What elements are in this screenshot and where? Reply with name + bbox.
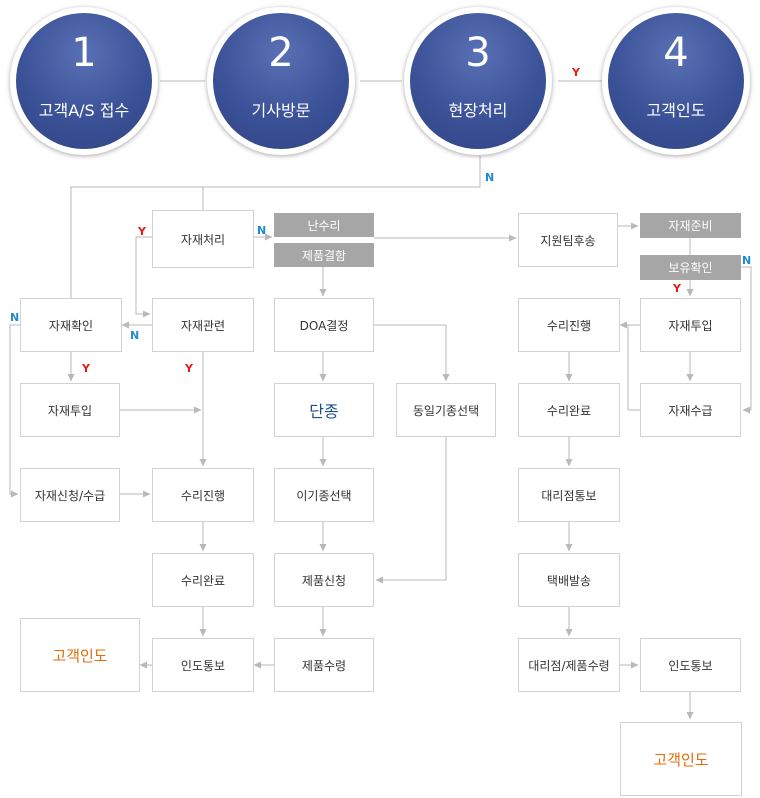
box-repair-done-left: 수리완료 — [152, 553, 254, 607]
step-number: 3 — [465, 30, 491, 76]
step-label: 현장처리 — [448, 101, 508, 120]
box-agency-notice: 대리점통보 — [518, 468, 620, 522]
step-number: 4 — [663, 30, 689, 76]
step-label: 고객A/S 접수 — [38, 101, 130, 120]
box-support-ship: 지원팀후송 — [518, 213, 618, 267]
connector-doa-same — [374, 324, 450, 382]
connector-hold-supply — [741, 266, 752, 414]
step-circle-3: 3 현장처리 — [404, 7, 552, 155]
box-material-input-left: 자재투입 — [20, 383, 120, 437]
box-material-process: 자재처리 — [152, 210, 254, 268]
box-courier: 택배발송 — [518, 553, 620, 607]
connector-same-request — [375, 437, 447, 584]
step-label: 고객인도 — [646, 101, 706, 120]
marker-no: N — [485, 171, 495, 184]
box-repair-done-right: 수리완료 — [518, 383, 620, 437]
marker-yes: Y — [185, 362, 193, 375]
step-circle-1: 1 고객A/S 접수 — [10, 7, 158, 155]
box-material-input-right: 자재투입 — [640, 298, 741, 352]
box-other-model: 이기종선택 — [274, 468, 374, 522]
step-number: 1 — [71, 30, 97, 76]
tag-hard-repair: 난수리 — [274, 213, 374, 237]
marker-yes: Y — [138, 225, 146, 238]
box-customer-delivery-right: 고객인도 — [620, 722, 742, 796]
box-material-related: 자재관련 — [152, 298, 254, 352]
marker-yes: Y — [572, 66, 580, 79]
connector-process-related — [135, 236, 152, 318]
tag-product-defect: 제품결함 — [274, 243, 374, 267]
box-customer-delivery-left: 고객인도 — [20, 618, 140, 692]
marker-no: N — [742, 254, 752, 267]
box-repair-progress-right: 수리진행 — [518, 298, 620, 352]
marker-no: N — [130, 329, 140, 342]
marker-no: N — [257, 224, 267, 237]
step-label: 기사방문 — [251, 101, 311, 120]
box-repair-progress-left: 수리진행 — [152, 468, 254, 522]
marker-no: N — [10, 311, 20, 324]
box-same-model: 동일기종선택 — [396, 383, 496, 437]
connector-check-request — [9, 324, 20, 498]
box-material-check: 자재확인 — [20, 298, 122, 352]
step-circle-4: 4 고객인도 — [602, 7, 750, 155]
box-delivery-notice-right: 인도통보 — [640, 638, 741, 692]
box-product-receipt: 제품수령 — [274, 638, 374, 692]
box-doa: DOA결정 — [274, 298, 374, 352]
box-discontinued: 단종 — [274, 383, 374, 437]
tag-hold-check: 보유확인 — [640, 255, 741, 280]
box-agency-receipt: 대리점/제품수령 — [518, 638, 620, 692]
marker-yes: Y — [82, 362, 90, 375]
marker-yes: Y — [673, 282, 681, 295]
box-delivery-notice-left: 인도통보 — [152, 638, 254, 692]
box-material-supply-right: 자재수급 — [640, 383, 741, 437]
tag-material-ready: 자재준비 — [640, 213, 741, 238]
step-number: 2 — [268, 30, 294, 76]
box-product-request: 제품신청 — [274, 553, 374, 607]
box-material-request: 자재신청/수급 — [20, 468, 120, 522]
step-circle-2: 2 기사방문 — [207, 7, 355, 155]
connector-step3-down — [70, 156, 481, 298]
